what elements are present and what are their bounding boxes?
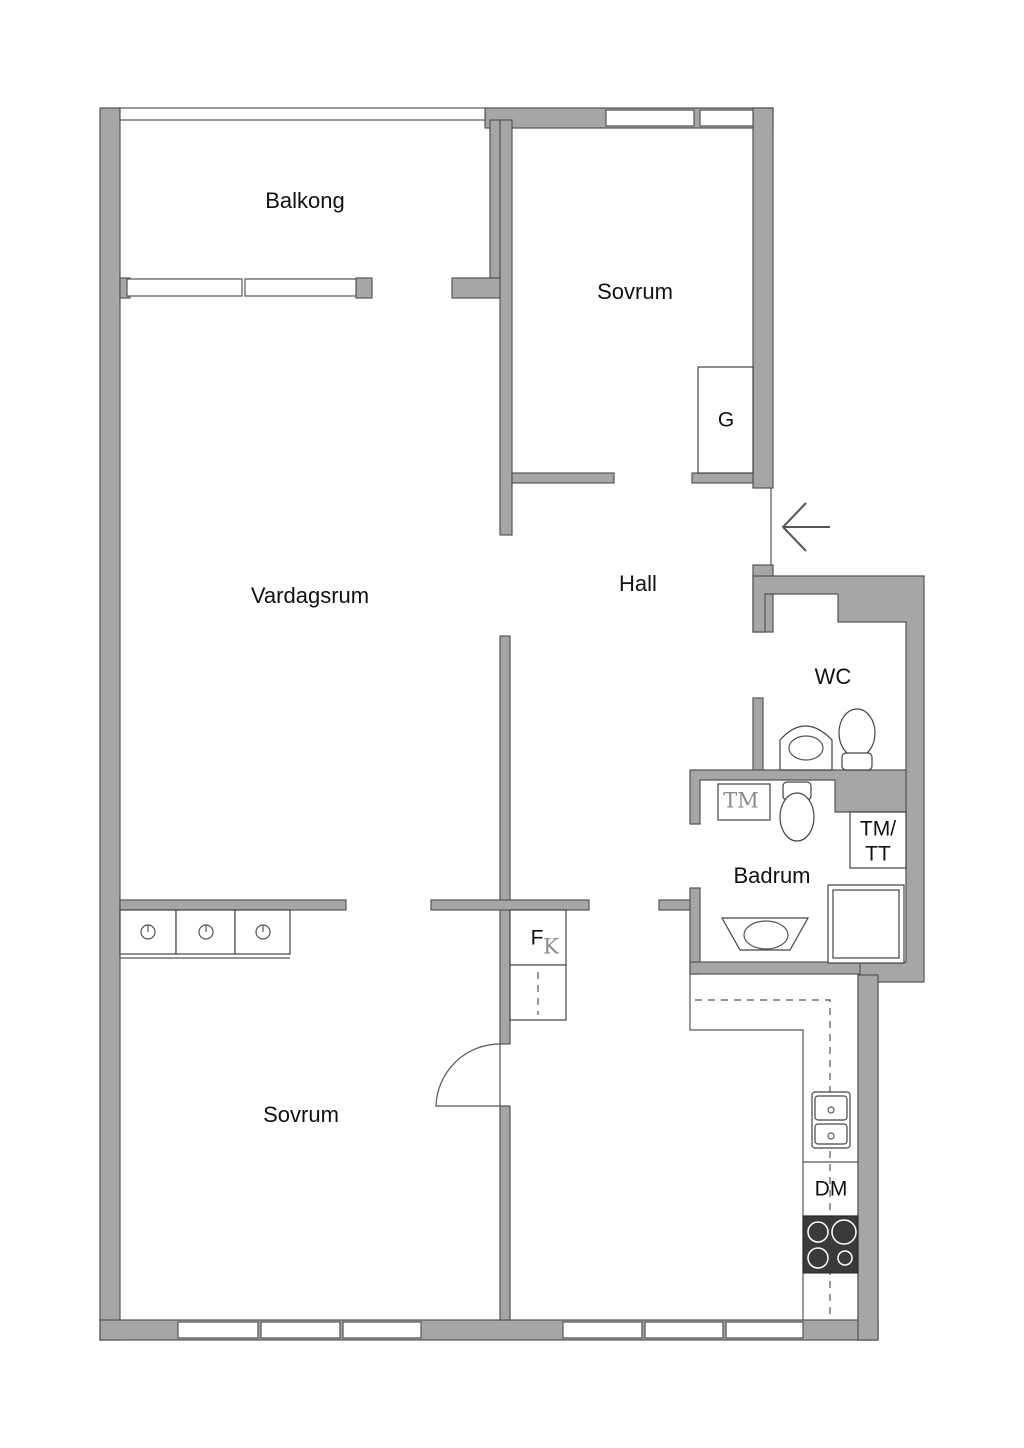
fk-f-label: F xyxy=(531,927,544,950)
fk-k-label: K xyxy=(543,935,559,959)
shower xyxy=(827,884,905,964)
wc-sink xyxy=(779,725,833,771)
wardrobe-label: G xyxy=(718,409,734,432)
fridge-freezer xyxy=(509,909,567,1021)
sovrum-top-label: Sovrum xyxy=(597,279,673,304)
tm-tt-label-1: TM/ xyxy=(860,818,896,841)
badrum-label: Badrum xyxy=(733,863,810,888)
wardrobe-icon xyxy=(198,924,214,940)
sovrum-bottom-label: Sovrum xyxy=(263,1102,339,1127)
interior-walls xyxy=(119,119,907,1321)
dishwasher-label: DM xyxy=(815,1178,848,1201)
doors xyxy=(435,488,772,1107)
stove xyxy=(802,1215,859,1274)
kitchen-sink xyxy=(811,1091,851,1149)
wardrobe-icon xyxy=(140,924,156,940)
wc-toilet xyxy=(838,708,876,771)
hall-label: Hall xyxy=(619,571,657,596)
tm-tt-box xyxy=(849,811,907,869)
windows xyxy=(126,109,804,1339)
tm-label: TM xyxy=(723,789,759,813)
entrance-arrow-icon xyxy=(781,502,830,552)
wardrobe-icon xyxy=(255,924,271,940)
wardrobe-hall xyxy=(697,366,754,474)
wardrobes-row xyxy=(119,909,291,959)
tm-tt-label-2: TT xyxy=(865,843,891,866)
wc-label: WC xyxy=(815,664,852,689)
bath-toilet xyxy=(779,781,815,842)
balkong-label: Balkong xyxy=(265,188,345,213)
vardagsrum-label: Vardagsrum xyxy=(251,583,369,608)
wardrobe-icons xyxy=(140,924,271,940)
bath-sink xyxy=(720,917,810,951)
washing-machine-box xyxy=(717,783,771,821)
